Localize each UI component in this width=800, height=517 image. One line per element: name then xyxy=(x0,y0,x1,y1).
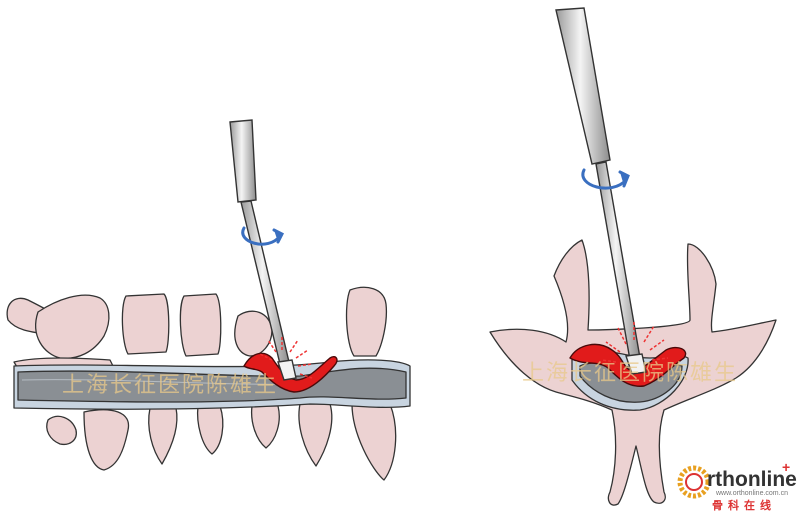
right-instrument xyxy=(555,7,647,375)
watermark-left: 上海长征医院陈雄生 xyxy=(62,373,278,398)
sagittal-lesion xyxy=(243,352,338,393)
logo-gear-icon xyxy=(677,465,711,499)
left-spark-lines xyxy=(259,336,313,379)
logo-brand: rthonline xyxy=(707,468,797,491)
spinal-canal xyxy=(13,359,411,410)
logo-url: www.orthonline.com.cn xyxy=(715,490,788,497)
rotation-arrow-icon xyxy=(581,168,630,190)
logo-cn: 骨科在线 xyxy=(712,498,776,512)
anterior-elements xyxy=(46,403,397,481)
watermark-right: 上海长征医院陈雄生 xyxy=(522,361,738,386)
orthonline-logo: rthonline + www.orthonline.com.cn 骨科在线 xyxy=(677,459,797,512)
posterior-elements xyxy=(6,286,388,373)
logo-plus: + xyxy=(782,459,790,475)
right-spark-lines xyxy=(601,322,669,377)
rotation-arrow-icon xyxy=(241,226,285,246)
axial-lesion xyxy=(569,343,687,387)
sagittal-view xyxy=(6,286,411,481)
